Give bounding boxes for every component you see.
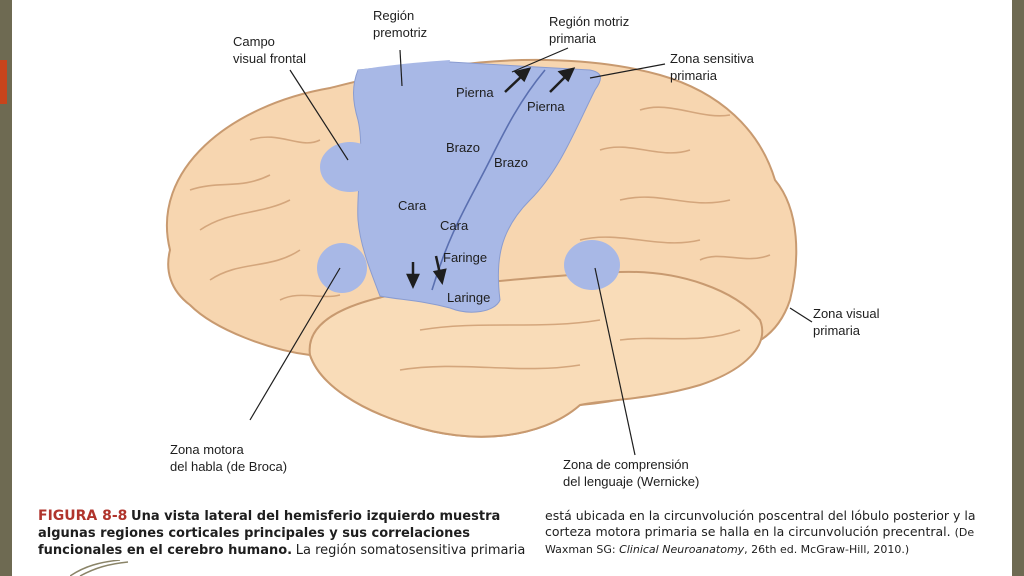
label-zona-visual-2: primaria (813, 323, 861, 338)
label-campo-visual-2: visual frontal (233, 51, 306, 66)
label-zona-sensitiva-1: Zona sensitiva (670, 51, 755, 66)
label-sensory-pierna: Pierna (527, 99, 565, 114)
label-broca-1: Zona motora (170, 442, 244, 457)
central-sulcus (431, 69, 546, 291)
gyri-lines (189, 106, 771, 371)
label-wernicke-1: Zona de comprensión (563, 457, 689, 472)
slide-accent-bar (0, 60, 7, 104)
caption-credit-prefix: (De Waxman SG: (545, 526, 975, 556)
label-faringe: Faringe (443, 250, 487, 265)
left-border (0, 0, 12, 576)
caption-credit-title: Clinical Neuroanatomy (619, 543, 745, 556)
figure-number: FIGURA 8-8 (38, 508, 128, 524)
caption-left: FIGURA 8-8 Una vista lateral del hemisfe… (38, 508, 528, 559)
label-broca-2: del habla (de Broca) (170, 459, 287, 474)
wernicke-area (564, 240, 620, 290)
caption-bold: Una vista lateral del hemisferio izquier… (38, 509, 501, 558)
caption-right: está ubicada en la circunvolución poscen… (545, 508, 1000, 558)
label-region-premotriz-1: Región (373, 8, 414, 23)
label-motor-cara: Cara (398, 198, 427, 213)
frontal-eye-field-area (320, 142, 380, 192)
label-sensory-brazo: Brazo (494, 155, 528, 170)
caption-right-text: está ubicada en la circunvolución poscen… (545, 508, 976, 539)
label-region-premotriz-2: premotriz (373, 25, 427, 40)
label-campo-visual-1: Campo (233, 34, 275, 49)
label-zona-visual-1: Zona visual (813, 306, 880, 321)
caption-credit-suffix: , 26th ed. McGraw-Hill, 2010.) (744, 543, 910, 556)
leader-lines (249, 47, 813, 456)
broca-area (317, 243, 367, 293)
decorative-swash (70, 560, 129, 576)
arrows (406, 67, 576, 290)
label-laringe: Laringe (447, 290, 490, 305)
premotor-region (358, 60, 450, 130)
label-zona-sensitiva-2: primaria (670, 68, 718, 83)
label-motor-pierna: Pierna (456, 85, 494, 100)
label-region-motriz-2: primaria (549, 31, 597, 46)
label-region-motriz-1: Región motriz (549, 14, 629, 29)
label-sensory-cara: Cara (440, 218, 469, 233)
caption-left-tail: La región somatosensitiva primaria (295, 543, 526, 558)
label-motor-brazo: Brazo (446, 140, 480, 155)
label-wernicke-2: del lenguaje (Wernicke) (563, 474, 699, 489)
right-border (1012, 0, 1024, 576)
